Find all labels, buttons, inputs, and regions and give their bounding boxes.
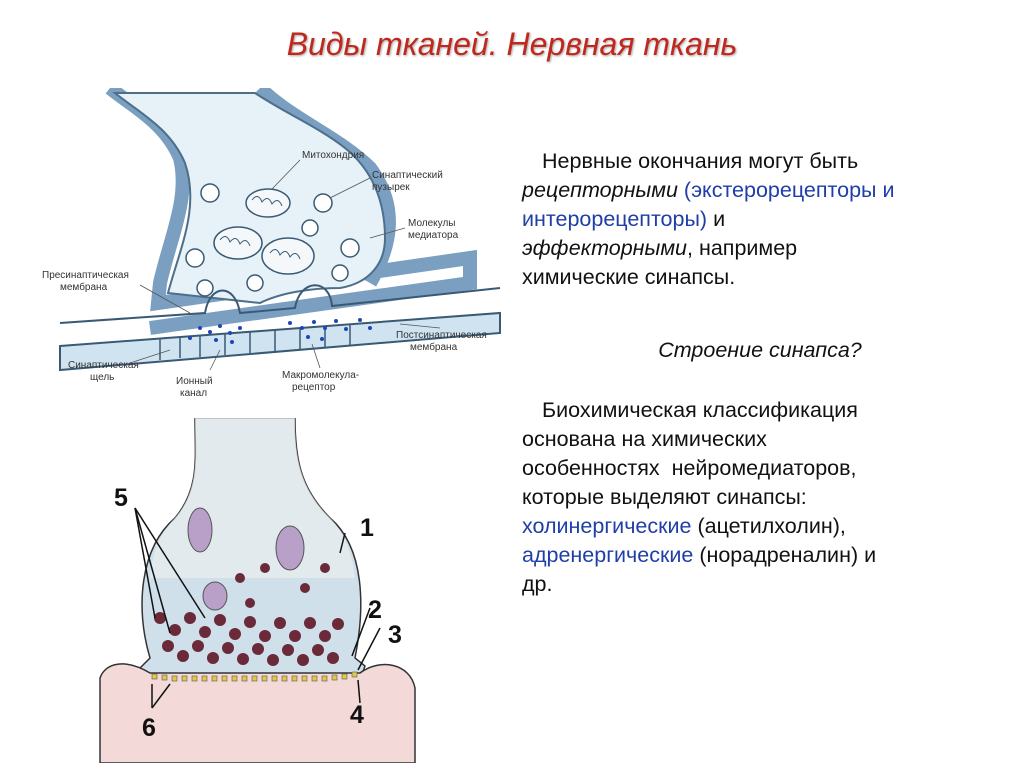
label-vesicle-line1: Синаптический — [372, 170, 443, 181]
paragraph1-and: и — [707, 207, 726, 231]
paragraph1-line5: химические синапсы. — [522, 265, 736, 289]
figure-number-6: 6 — [142, 714, 156, 742]
receptor-examples-b: интерорецепторы) — [522, 207, 708, 231]
effector-tail: , например — [687, 236, 798, 260]
receptor-term: рецепторными — [522, 178, 678, 202]
effector-term: эффекторными — [522, 236, 688, 260]
label-ion-channel-line1: Ионный — [176, 376, 213, 387]
label-presynaptic-line1: Пресинаптическая — [42, 270, 129, 281]
label-postsynaptic-line1: Постсинаптическая — [396, 330, 487, 341]
paragraph2-line1: Биохимическая классификация — [542, 398, 858, 422]
label-presynaptic-line2: мембрана — [60, 281, 108, 293]
label-mediator-line1: Молекулы — [408, 218, 455, 229]
paragraph-nerve-endings: Нервные окончания могут быть рецепторным… — [522, 147, 992, 292]
synapse-micrograph-illustration: 1 2 3 4 5 6 — [99, 418, 416, 763]
paragraph2-line7: др. — [522, 572, 553, 596]
paragraph2-line2: основана на химических — [522, 427, 767, 451]
adrenergic-term: адренергические — [522, 543, 694, 567]
label-postsynaptic-line2: мембрана — [410, 341, 458, 353]
figure-number-5: 5 — [114, 484, 128, 512]
question-block: Строение синапса? — [522, 336, 992, 365]
adrenergic-tail: (норадреналин) и — [693, 543, 877, 567]
synapse-structure-question: Строение синапса? — [658, 338, 862, 362]
figure-number-3: 3 — [388, 621, 402, 649]
cholinergic-term: холинергические — [522, 514, 692, 538]
figure-number-1: 1 — [360, 514, 374, 542]
synapse-schematic-diagram: Митохондрия Синаптический пузырек Молеку… — [42, 88, 501, 399]
label-vesicle-line2: пузырек — [372, 182, 410, 193]
figure-number-4: 4 — [350, 701, 364, 729]
label-receptor-line1: Макромолекула- — [282, 370, 359, 381]
label-ion-channel-line2: канал — [180, 388, 207, 399]
label-mediator-line2: медиатора — [408, 230, 459, 241]
paragraph2-line3: особенностях нейромедиаторов, — [522, 456, 857, 480]
cholinergic-tail: (ацетилхолин), — [691, 514, 846, 538]
label-mitochondria: Митохондрия — [302, 150, 364, 161]
label-cleft-line1: Синаптическая — [68, 360, 139, 371]
paragraph-biochemical-classification: Биохимическая классификация основана на … — [522, 396, 992, 599]
figure-number-2: 2 — [368, 596, 382, 624]
receptor-examples-a: (экстерорецепторы и — [677, 178, 895, 202]
label-receptor-line2: рецептор — [292, 382, 336, 393]
paragraph1-line1: Нервные окончания могут быть — [542, 149, 859, 173]
label-cleft-line2: щель — [90, 372, 114, 383]
paragraph2-line4: которые выделяют синапсы: — [522, 485, 807, 509]
page-title: Виды тканей. Нервная ткань — [286, 26, 738, 62]
